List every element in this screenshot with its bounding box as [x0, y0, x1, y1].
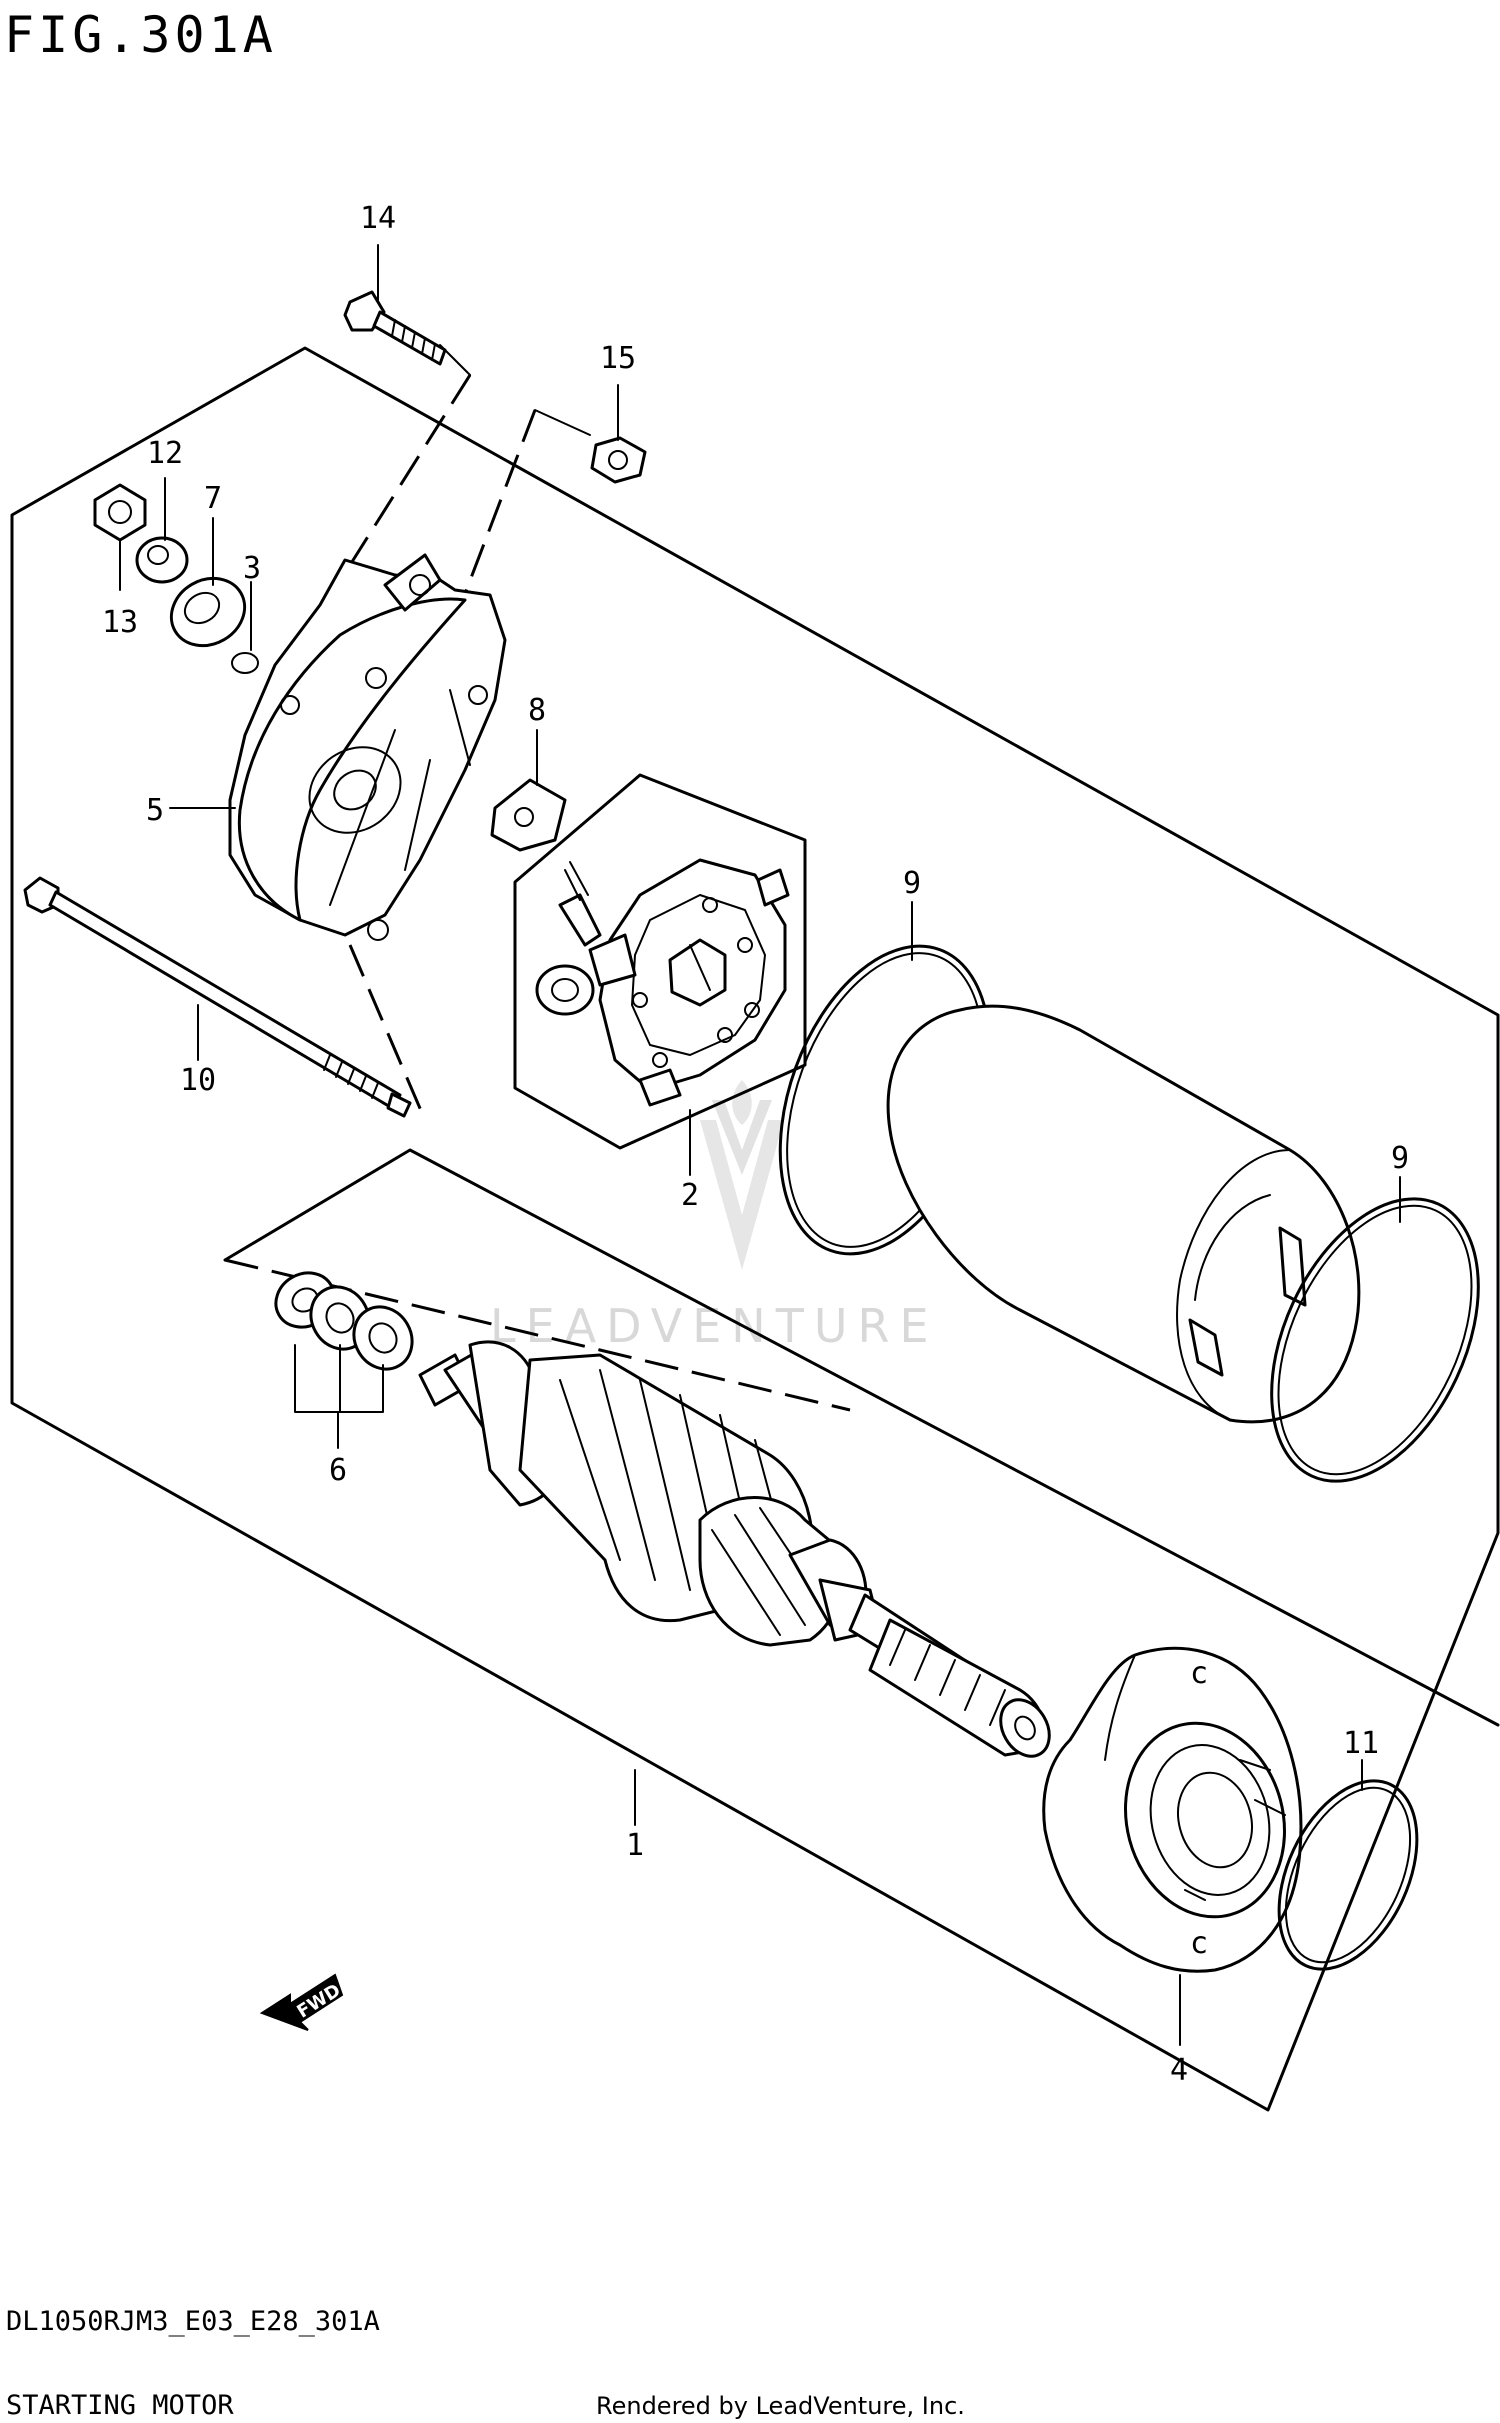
callout-9-top: 9: [903, 866, 921, 901]
part-7-washer: [169, 576, 247, 648]
callout-1: 1: [626, 1828, 644, 1863]
leader-6: [294, 1344, 384, 1413]
callout-15: 15: [600, 341, 636, 376]
part-10-through-bolt: [23, 876, 412, 1118]
callout-4: 4: [1170, 2053, 1188, 2088]
svg-text:c: c: [1190, 1656, 1208, 1691]
part-5-end-cover: [228, 553, 507, 941]
part-4-front-housing: c c: [1042, 1646, 1303, 1973]
callout-11: 11: [1343, 1726, 1379, 1761]
figure-code: DL1050RJM3_E03_E28_301A: [6, 2306, 380, 2337]
callout-12: 12: [147, 436, 183, 471]
yoke-housing: [886, 1004, 1361, 1424]
assembly-outline: [10, 346, 1500, 2112]
rendered-by: Rendered by LeadVenture, Inc.: [596, 2392, 965, 2420]
part-8-insulator: [490, 778, 567, 852]
part-1-armature: [418, 1340, 1051, 1758]
callout-10: 10: [180, 1063, 216, 1098]
callout-6: 6: [329, 1453, 347, 1488]
nut-guide-line: [453, 409, 537, 621]
figure-name: STARTING MOTOR: [6, 2390, 234, 2421]
callout-14: 14: [360, 201, 396, 236]
svg-text:c: c: [1190, 1926, 1208, 1961]
fwd-arrow-icon: FWD: [259, 1973, 344, 2031]
callout-2: 2: [681, 1178, 699, 1213]
part-12-nut: [135, 536, 189, 584]
bolt-guide-line: [348, 374, 472, 566]
callout-7: 7: [204, 481, 222, 516]
callout-13: 13: [102, 605, 138, 640]
callout-8: 8: [528, 693, 546, 728]
through-bolt-guide-line: [348, 944, 427, 1121]
part-13-nut: [93, 483, 147, 542]
callout-3: 3: [243, 551, 261, 586]
callout-9-right: 9: [1391, 1141, 1409, 1176]
callout-5: 5: [146, 793, 164, 828]
part-11-o-ring: [1277, 1779, 1419, 1971]
watermark-text: LEADVENTURE: [490, 1299, 939, 1353]
part-15-nut: [590, 436, 647, 484]
figure-title: FIG.301A: [4, 6, 277, 64]
part-2-brush-holder: [535, 858, 790, 1107]
part-14-bolt: [343, 290, 447, 366]
part-9-o-ring-right: [1270, 1197, 1480, 1483]
armature-outline: [223, 1148, 1500, 1727]
part-3-o-ring: [231, 652, 259, 674]
part-6-washers: [274, 1271, 414, 1371]
